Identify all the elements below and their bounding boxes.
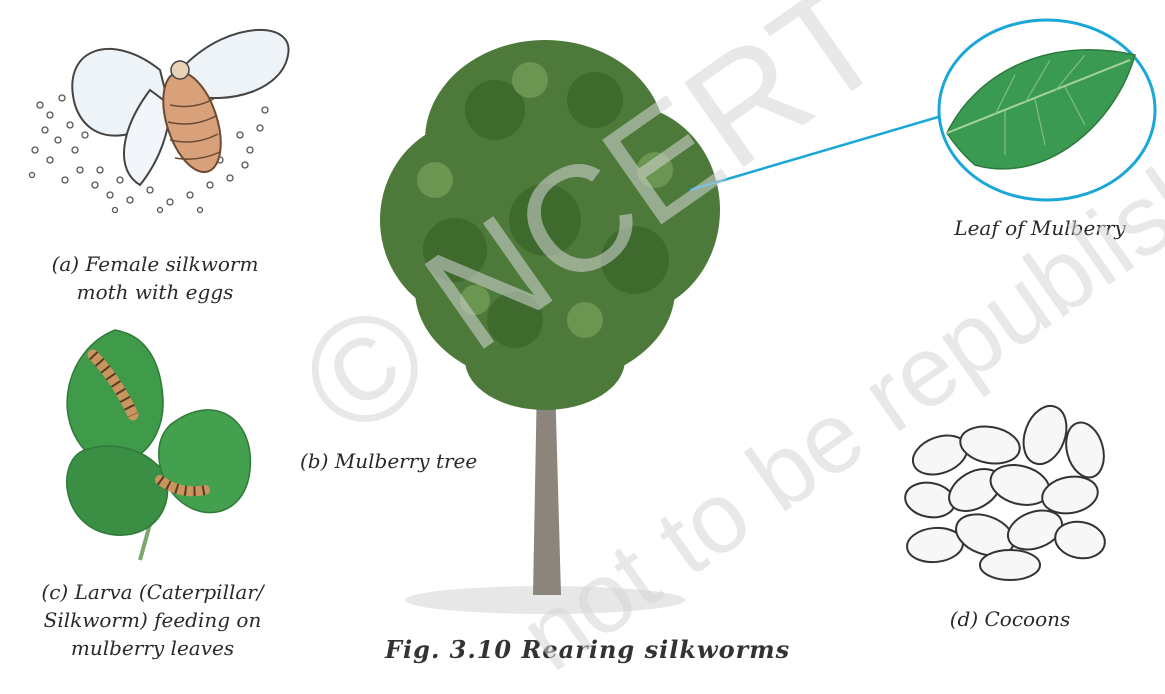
cocoons-illustration [900, 405, 1115, 585]
cocoons-caption: (d) Cocoons [890, 605, 1130, 633]
leaf-caption: Leaf of Mulberry [915, 214, 1165, 242]
mulberry-leaf-illustration [935, 15, 1160, 205]
figure-label: Fig. 3.10 Rearing silkworms [385, 635, 790, 664]
figure: (a) Female silkworm moth with eggs (c) L… [0, 0, 1165, 665]
